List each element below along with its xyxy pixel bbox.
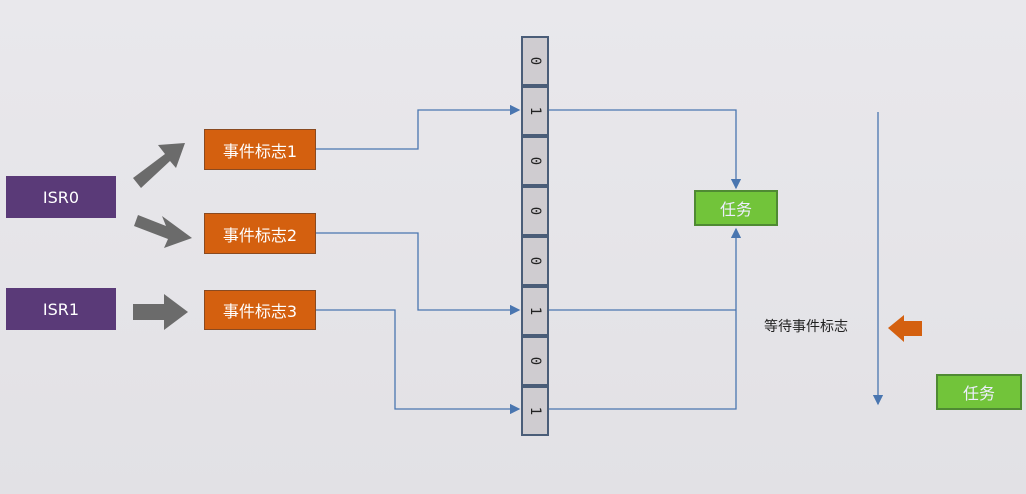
bit-cell: 1 [521, 86, 549, 136]
line-flag1-bit1 [316, 104, 521, 150]
line-bit1-task [549, 109, 742, 190]
orange-arrow-icon [888, 315, 922, 342]
waiting-task-box: 任务 [936, 374, 1022, 410]
bit-cell: 0 [521, 236, 549, 286]
gray-arrow-isr0-flag2 [134, 215, 192, 248]
bit-value: 1 [527, 306, 543, 316]
bit-cell: 0 [521, 136, 549, 186]
bit-cell: 0 [521, 36, 549, 86]
isr0-box: ISR0 [6, 176, 116, 218]
bit-value: 0 [527, 356, 543, 366]
task-box: 任务 [694, 190, 778, 226]
bit-value: 0 [527, 56, 543, 66]
event-flag-3: 事件标志3 [204, 290, 316, 330]
bit-cell: 1 [521, 386, 549, 436]
wait-event-flag-label: 等待事件标志 [764, 319, 848, 335]
bit-cell: 0 [521, 186, 549, 236]
line-bit7-task [549, 227, 742, 410]
gray-arrow-isr1-flag3 [133, 294, 188, 330]
bit-cell: 1 [521, 286, 549, 336]
bit-value: 0 [527, 256, 543, 266]
line-flag2-bit5 [316, 232, 521, 316]
event-flag-1: 事件标志1 [204, 129, 316, 170]
bit-value: 1 [527, 406, 543, 416]
event-flag-2: 事件标志2 [204, 213, 316, 254]
bit-cell: 0 [521, 336, 549, 386]
bit-value: 0 [527, 156, 543, 166]
isr1-box: ISR1 [6, 288, 116, 330]
line-flag3-bit7 [316, 309, 521, 415]
gray-arrow-isr0-flag1 [133, 143, 185, 188]
bit-value: 1 [527, 106, 543, 116]
bit-value: 0 [527, 206, 543, 216]
